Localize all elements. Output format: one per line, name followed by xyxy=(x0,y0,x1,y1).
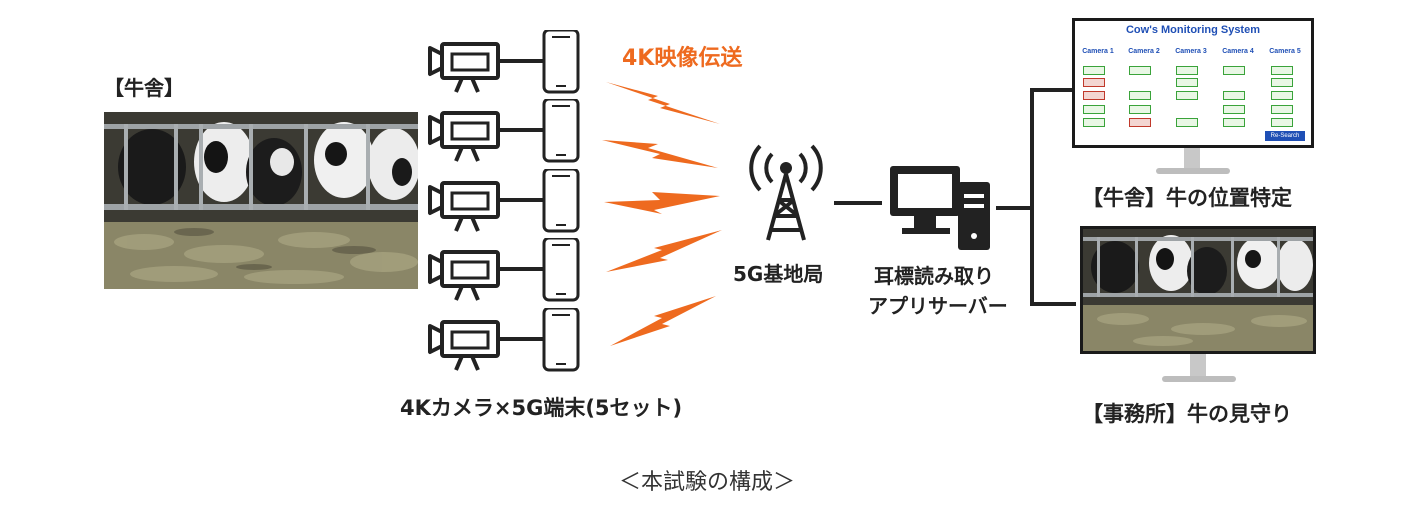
lightning-bolt-icon xyxy=(604,192,720,214)
monitor-stand xyxy=(1184,148,1200,170)
monitor-bottom-caption: 【事務所】牛の見守り xyxy=(1082,402,1292,426)
camera-set-label: 4Kカメラ×5G端末(5セット) xyxy=(400,396,683,420)
camera-set-2 xyxy=(426,97,586,163)
camera-header-3: Camera 3 xyxy=(1175,48,1207,55)
lightning-bolt-icon xyxy=(606,82,720,124)
camera-header-2: Camera 2 xyxy=(1128,48,1160,55)
ear-tag-indicator xyxy=(1271,66,1293,75)
server-label-line2: アプリサーバー xyxy=(868,294,1008,318)
video-camera-icon xyxy=(428,167,580,233)
barn-title: 【牛舎】 xyxy=(104,76,184,100)
monitoring-screen: Cow's Monitoring System Camera 1 Camera … xyxy=(1075,21,1311,145)
transmission-label: 4K映像伝送 xyxy=(622,46,743,71)
ear-tag-indicator xyxy=(1129,91,1151,100)
camera-header-1: Camera 1 xyxy=(1082,48,1114,55)
ear-tag-indicator xyxy=(1083,78,1105,87)
office-monitor xyxy=(1080,226,1316,354)
monitor-stand xyxy=(1190,354,1206,376)
camera-set-4 xyxy=(426,236,586,302)
ear-tag-indicator xyxy=(1176,78,1198,87)
ear-tag-indicator xyxy=(1223,66,1245,75)
ear-tag-indicator xyxy=(1271,118,1293,127)
ear-tag-indicator xyxy=(1083,66,1105,75)
video-camera-icon xyxy=(428,97,580,163)
server-monitor-links xyxy=(996,88,1076,306)
ear-tag-indicator xyxy=(1223,91,1245,100)
camera-set-1 xyxy=(426,28,586,94)
lightning-bolt-icon xyxy=(602,140,718,168)
server-label-line1: 耳標読み取り xyxy=(874,264,994,288)
video-camera-icon xyxy=(428,306,580,372)
monitor-stand-base xyxy=(1156,168,1230,174)
video-camera-icon xyxy=(428,28,580,94)
antenna-tower-icon xyxy=(749,144,823,241)
monitoring-title: Cow's Monitoring System xyxy=(1125,24,1260,36)
camera-set-5 xyxy=(426,306,586,372)
video-camera-icon xyxy=(428,236,580,302)
ear-tag-indicator xyxy=(1176,91,1198,100)
ear-tag-indicator xyxy=(1271,105,1293,114)
barn-photo-image xyxy=(104,112,418,289)
figure-caption: ＜本試験の構成＞ xyxy=(618,470,795,495)
lightning-bolt-icon xyxy=(610,296,716,346)
base-station-label: 5G基地局 xyxy=(733,262,824,286)
desktop-server-icon xyxy=(890,166,990,250)
ear-tag-indicator xyxy=(1223,118,1245,127)
lightning-bolt-icon xyxy=(606,230,722,272)
ear-tag-indicator xyxy=(1083,91,1105,100)
re-search-button[interactable]: Re-Search xyxy=(1265,131,1305,141)
tower-server-link xyxy=(834,201,882,205)
ear-tag-indicator xyxy=(1129,105,1151,114)
camera-set-3 xyxy=(426,167,586,233)
ear-tag-indicator xyxy=(1271,78,1293,87)
barn-photo xyxy=(104,112,418,289)
ear-tag-indicator xyxy=(1129,118,1151,127)
office-monitor-screen xyxy=(1083,229,1313,351)
ear-tag-indicator xyxy=(1176,66,1198,75)
monitor-stand-base xyxy=(1162,376,1236,382)
ear-tag-indicator xyxy=(1223,105,1245,114)
camera-header-5: Camera 5 xyxy=(1269,48,1301,55)
ear-tag-indicator xyxy=(1176,118,1198,127)
ear-tag-indicator xyxy=(1129,66,1151,75)
camera-header-4: Camera 4 xyxy=(1222,48,1254,55)
ear-tag-indicator xyxy=(1083,118,1105,127)
ear-tag-indicator xyxy=(1083,105,1105,114)
monitor-top-caption: 【牛舎】牛の位置特定 xyxy=(1082,186,1292,210)
barn-video-image xyxy=(1083,229,1313,351)
monitoring-monitor: Cow's Monitoring System Camera 1 Camera … xyxy=(1072,18,1314,148)
ear-tag-indicator xyxy=(1271,91,1293,100)
